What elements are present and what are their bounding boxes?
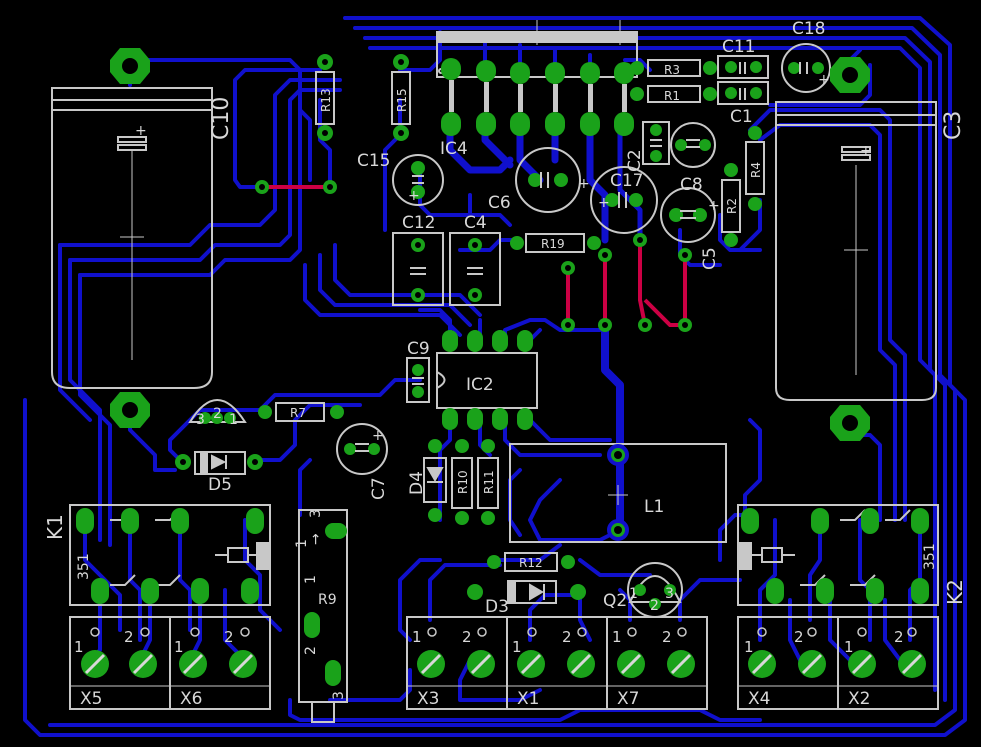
pin-label-x1-2: 2 [562, 628, 572, 646]
c7-plus: + [372, 428, 384, 444]
c17-plus: + [598, 195, 610, 211]
r9-bottom-2: 2 [303, 646, 319, 655]
label-c12: C12 [402, 213, 436, 233]
q2-pin2: 2 [650, 598, 659, 614]
label-q2: Q2 [603, 591, 627, 611]
r9-pin1-label: 1 [294, 539, 310, 548]
label-d4: D4 [407, 471, 427, 495]
c18-plus: + [818, 72, 830, 88]
label-k2-type: 351 [922, 543, 938, 570]
pin-label-x3-2: 2 [462, 628, 472, 646]
c10-plus: + [135, 123, 147, 139]
label-c9: C9 [407, 339, 430, 359]
c15-plus: + [408, 188, 420, 204]
c18-outline [781, 43, 831, 93]
c3-plus: + [860, 143, 872, 159]
label-r11: R11 [482, 470, 496, 494]
q-left-pin2: 2 [213, 406, 222, 422]
capacitor-c3-outline [775, 101, 937, 401]
label-ic4: IC4 [440, 139, 468, 159]
label-c4: C4 [464, 213, 487, 233]
pin-label-x2-2: 2 [894, 628, 904, 646]
k1-coil-marker [256, 542, 270, 570]
label-k1: K1 [43, 514, 67, 540]
label-c18: C18 [792, 19, 826, 39]
r9-side-1: 1 [303, 575, 319, 584]
q2-pin3: 3 [665, 586, 674, 602]
label-c7: C7 [369, 477, 389, 500]
pin-label-x3-1: 1 [412, 628, 422, 646]
label-d3: D3 [485, 597, 509, 617]
pin-label-x7-2: 2 [662, 628, 672, 646]
label-c1: C1 [730, 107, 753, 127]
r9-arrow: → [308, 533, 324, 545]
label-r10: R10 [456, 470, 470, 494]
c6-plus: + [578, 176, 590, 192]
k2-coil-marker [738, 542, 752, 570]
label-c8: C8 [680, 175, 703, 195]
label-x6: X6 [180, 689, 202, 709]
c8-plus: + [708, 198, 720, 214]
label-c3: C3 [941, 111, 966, 140]
label-r13: R13 [319, 88, 333, 112]
label-c15: C15 [357, 151, 391, 171]
label-x3: X3 [417, 689, 439, 709]
label-x2: X2 [848, 689, 870, 709]
label-r7: R7 [290, 406, 306, 420]
label-r3: R3 [664, 63, 680, 77]
pin-label-x5-2: 2 [124, 628, 134, 646]
label-r9: R9 [318, 592, 337, 608]
r9-pin3-label: 3 [308, 509, 324, 518]
diode-symbols [200, 452, 545, 603]
pads [76, 48, 929, 686]
label-c17: C17 [610, 171, 644, 191]
r9-bottom-3: 3 [331, 691, 347, 700]
label-l1: L1 [644, 497, 664, 517]
label-r15: R15 [395, 88, 409, 112]
pin-label-x6-1: 1 [174, 638, 184, 656]
label-r1: R1 [664, 89, 680, 103]
labels: C10 C3 C18 C11 C1 C2 C15 IC4 C6 C17 C8 C… [43, 19, 967, 709]
label-r12: R12 [519, 556, 543, 570]
silkscreen [51, 20, 939, 723]
label-ic2: IC2 [466, 375, 494, 395]
label-x1: X1 [517, 689, 539, 709]
label-k2: K2 [943, 579, 967, 605]
pin-label-x5-1: 1 [74, 638, 84, 656]
label-x5: X5 [80, 689, 102, 709]
pin-label-x6-2: 2 [224, 628, 234, 646]
label-r19: R19 [541, 237, 565, 251]
pin-label-x4-2: 2 [794, 628, 804, 646]
q-left-pin3: 3 [196, 412, 205, 428]
pin-label-x7-1: 1 [612, 628, 622, 646]
label-d5: D5 [208, 475, 232, 495]
label-c11: C11 [722, 37, 756, 57]
label-c5: C5 [700, 247, 720, 270]
cap-symbols [355, 62, 808, 452]
label-c2: C2 [625, 149, 645, 172]
q2-pin1: 1 [629, 586, 638, 602]
label-r4: R4 [749, 162, 763, 178]
label-k1-type: 351 [76, 553, 92, 580]
pin-label-x2-1: 1 [844, 638, 854, 656]
label-c10: C10 [209, 97, 234, 140]
label-x7: X7 [617, 689, 639, 709]
pin-label-x1-1: 1 [512, 638, 522, 656]
label-c6: C6 [488, 193, 511, 213]
pin-label-x4-1: 1 [744, 638, 754, 656]
label-x4: X4 [748, 689, 770, 709]
label-r2: R2 [725, 198, 739, 214]
q-left-pin1: 1 [229, 412, 238, 428]
capacitor-c10-outline [51, 87, 213, 389]
